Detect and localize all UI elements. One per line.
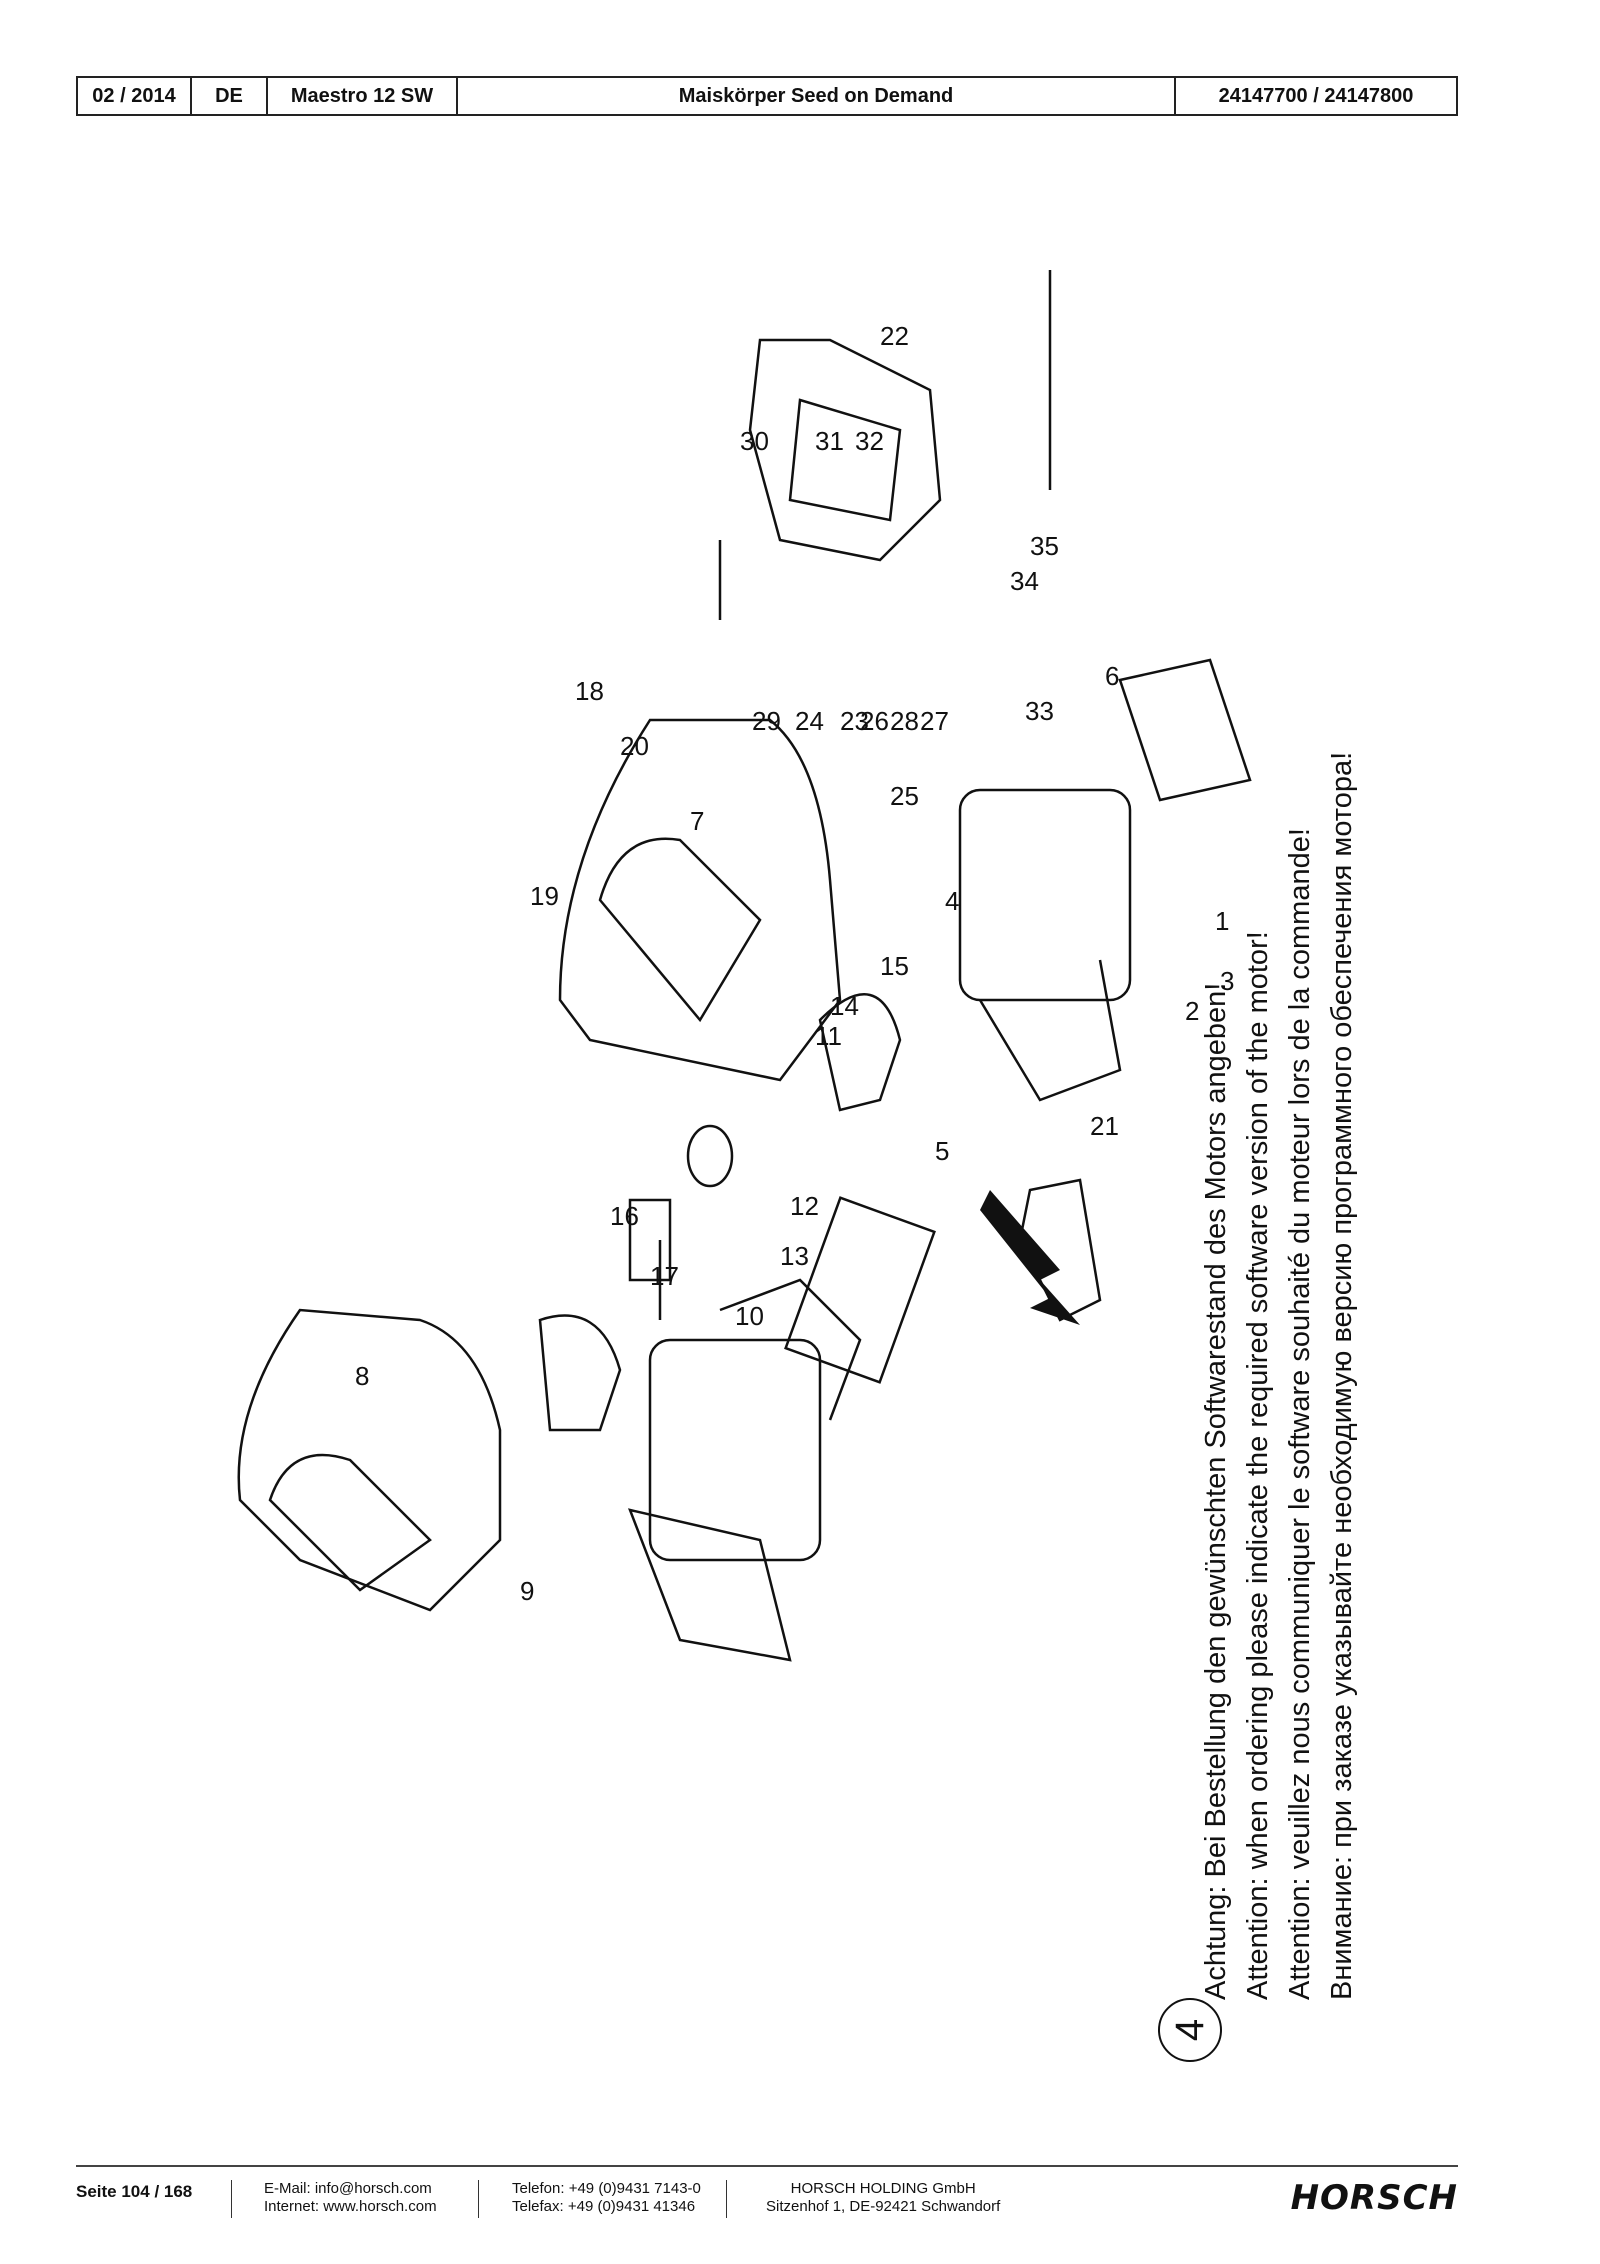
part-ring [686, 1124, 734, 1188]
callout-8: 8 [355, 1361, 369, 1391]
callout-22: 22 [880, 321, 909, 351]
footer-phone: Telefon: +49 (0)9431 7143-0 [512, 2180, 701, 2197]
callout-14: 14 [830, 991, 859, 1021]
part-cover-lower [237, 1308, 502, 1612]
callout-25: 25 [890, 781, 919, 811]
header-date: 02 / 2014 [78, 78, 192, 114]
header-language: DE [192, 78, 268, 114]
footer-separator [478, 2180, 479, 2218]
notice-line-ru: Внимание: при заказе указывайте необходи… [1326, 751, 1358, 2000]
direction-arrow [980, 1190, 1080, 1325]
footer-address: Sitzenhof 1, DE-92421 Schwandorf [766, 2198, 1001, 2215]
callout-11: 11 [815, 1021, 842, 1051]
notice-line-en: Attention: when ordering please indicate… [1242, 931, 1274, 2000]
footer-contact-phone: Telefon: +49 (0)9431 7143-0 Telefax: +49… [512, 2180, 701, 2216]
part-bracket-upper [1118, 658, 1252, 802]
footer-email[interactable]: E-Mail: info@horsch.com [264, 2180, 432, 2197]
exploded-parts-drawing: 1 2 3 4 5 6 7 8 9 10 11 12 13 14 15 16 1… [0, 140, 1600, 2040]
callout-33: 33 [1025, 696, 1054, 726]
callout-32: 32 [855, 426, 884, 456]
footer-company: HORSCH HOLDING GmbH [790, 2180, 976, 2197]
callout-2: 2 [1185, 996, 1199, 1026]
callout-29: 29 [752, 706, 781, 736]
callout-27: 27 [920, 706, 949, 736]
callout-21: 21 [1090, 1111, 1119, 1141]
callout-17: 17 [650, 1261, 679, 1291]
header-model: Maestro 12 SW [268, 78, 458, 114]
header-title: Maiskörper Seed on Demand [458, 78, 1176, 114]
part-seed-housing [748, 338, 942, 562]
callout-23: 23 [840, 706, 869, 736]
callout-9: 9 [520, 1576, 534, 1606]
callout-30: 30 [740, 426, 769, 456]
part-cover-upper [558, 718, 842, 1082]
callout-24: 24 [795, 706, 824, 736]
callout-18: 18 [575, 676, 604, 706]
callout-5: 5 [935, 1136, 949, 1166]
callout-35: 35 [1030, 531, 1059, 561]
part-bracket-lower [627, 1508, 792, 1662]
footer-contact-web: E-Mail: info@horsch.com Internet: www.ho… [264, 2180, 437, 2216]
footer-fax: Telefax: +49 (0)9431 41346 [512, 2198, 696, 2215]
callout-16: 16 [610, 1201, 639, 1231]
callout-31: 31 [815, 426, 844, 456]
horsch-logo: HORSCH [1290, 2178, 1458, 2218]
callout-19: 19 [530, 881, 559, 911]
part-decal [628, 1198, 672, 1282]
callout-15: 15 [880, 951, 909, 981]
callout-1: 1 [1215, 906, 1229, 936]
callout-12: 12 [790, 1191, 819, 1221]
callout-13: 13 [780, 1241, 809, 1271]
header-table: 02 / 2014 DE Maestro 12 SW Maiskörper Se… [76, 76, 1458, 116]
notice-line-fr: Attention: veuillez nous communiquer le … [1284, 828, 1316, 2000]
notice-number: 4 [1158, 1998, 1222, 2062]
callout-7: 7 [690, 806, 704, 836]
callout-34: 34 [1010, 566, 1039, 596]
callout-20: 20 [620, 731, 649, 761]
part-hose-upper [818, 993, 902, 1112]
callout-28: 28 [890, 706, 919, 736]
notice-line-de: Achtung: Bei Bestellung den gewünschten … [1200, 982, 1232, 2000]
callout-26: 26 [860, 706, 889, 736]
footer: Seite 104 / 168 E-Mail: info@horsch.com … [76, 2176, 1458, 2236]
part-box-lower [784, 1196, 936, 1384]
footer-rule [76, 2165, 1458, 2167]
drawing-svg: 1 2 3 4 5 6 7 8 9 10 11 12 13 14 15 16 1… [237, 270, 1252, 1662]
page-number: Seite 104 / 168 [76, 2182, 193, 2201]
footer-separator [726, 2180, 727, 2218]
callout-4: 4 [945, 886, 959, 916]
header-part-numbers: 24147700 / 24147800 [1218, 84, 1414, 107]
footer-separator [231, 2180, 232, 2218]
footer-internet[interactable]: Internet: www.horsch.com [264, 2198, 437, 2215]
callout-6: 6 [1105, 661, 1119, 691]
footer-company-block: HORSCH HOLDING GmbH Sitzenhof 1, DE-9242… [766, 2180, 1000, 2216]
callout-3: 3 [1220, 966, 1234, 996]
callout-10: 10 [735, 1301, 764, 1331]
part-hose-lower [538, 1314, 622, 1432]
part-motor-upper [958, 788, 1132, 1002]
part-motor-lower [648, 1338, 822, 1562]
